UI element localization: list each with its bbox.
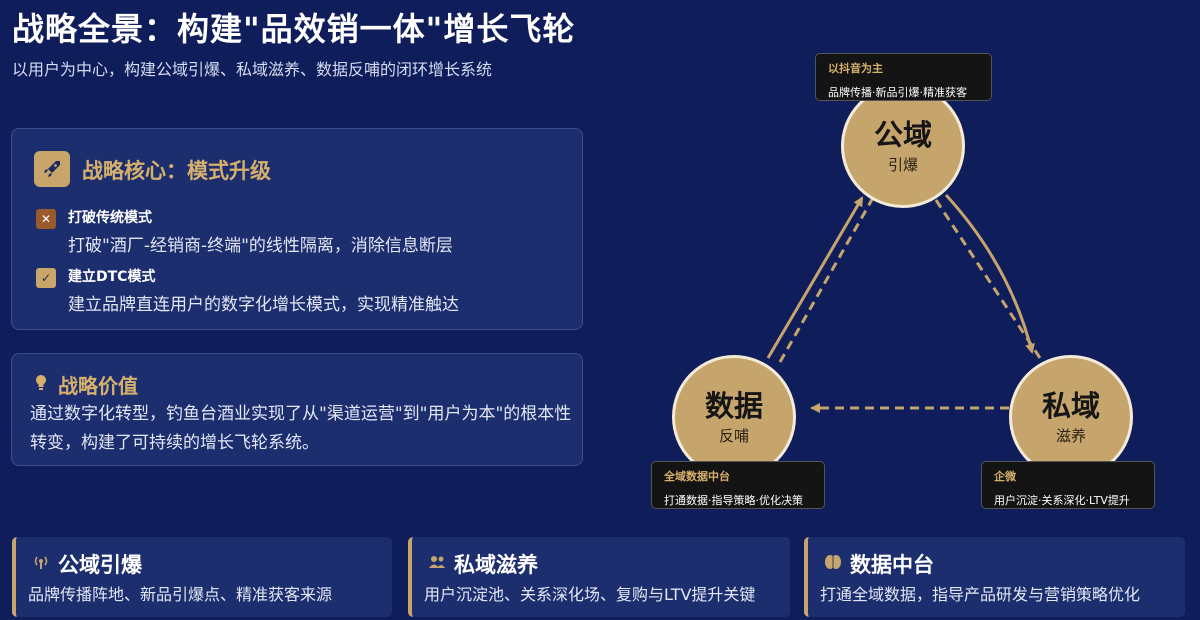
core-item-desc-1: 打破"酒厂-经销商-终端"的线性隔离，消除信息断层	[68, 236, 453, 256]
node-data-main: 数据	[704, 388, 763, 423]
card-public-desc: 品牌传播阵地、新品引爆点、精准获客来源	[28, 585, 333, 604]
callout-public: 以抖音为主 品牌传播·新品引爆·精准获客	[815, 53, 992, 101]
users-icon	[428, 554, 446, 574]
flywheel-diagram: 公域 引爆 私域 滋养 数据 反哺 以抖音为主 品牌传播·新品引爆·精准获客 全…	[600, 40, 1200, 520]
node-public-main: 公域	[873, 117, 932, 152]
card-data-desc: 打通全域数据，指导产品研发与营销策略优化	[820, 585, 1141, 604]
dashed-link-data-public	[778, 195, 876, 363]
card-data: 数据中台 打通全域数据，指导产品研发与营销策略优化	[804, 537, 1185, 617]
callout-data: 全域数据中台 打通数据·指导策略·优化决策	[651, 461, 825, 509]
flywheel-arrows	[766, 193, 1042, 413]
node-private-sub: 滋养	[1055, 426, 1086, 445]
node-public-sub: 引爆	[887, 155, 918, 174]
callout-data-text: 打通数据·指导策略·优化决策	[664, 494, 803, 507]
arrow-data-to-public	[766, 196, 864, 359]
brain-icon	[824, 554, 842, 574]
callout-public-text: 品牌传播·新品引爆·精准获客	[828, 86, 967, 99]
card-private-desc: 用户沉淀池、关系深化场、复购与LTV提升关键	[424, 585, 756, 604]
dashed-link-public-private	[934, 199, 1042, 359]
core-item-title-1: 打破传统模式	[68, 210, 152, 226]
callout-private-title: 企微	[994, 470, 1016, 483]
check-icon: ✓	[36, 268, 56, 288]
card-public-title: 公域引爆	[58, 553, 142, 577]
core-title: 战略核心：模式升级	[82, 159, 271, 183]
strategy-value-panel: 战略价值 通过数字化转型，钓鱼台酒业实现了从"渠道运营"到"用户为本"的根本性转…	[11, 353, 583, 466]
core-item-title-2: 建立DTC模式	[68, 269, 156, 285]
card-private: 私域滋养 用户沉淀池、关系深化场、复购与LTV提升关键	[408, 537, 790, 617]
card-private-title: 私域滋养	[454, 553, 538, 577]
x-mark-icon: ✕	[36, 209, 56, 229]
rocket-icon	[34, 151, 70, 187]
node-public: 公域 引爆	[841, 84, 965, 208]
page-title: 战略全景：构建"品效销一体"增长飞轮	[12, 10, 576, 48]
strategy-core-panel: 战略核心：模式升级 ✕ 打破传统模式 打破"酒厂-经销商-终端"的线性隔离，消除…	[11, 128, 583, 330]
core-item-desc-2: 建立品牌直连用户的数字化增长模式，实现精准触达	[68, 295, 459, 315]
card-data-title: 数据中台	[850, 553, 934, 577]
node-data-sub: 反哺	[718, 426, 749, 445]
callout-data-title: 全域数据中台	[664, 470, 730, 483]
value-text: 通过数字化转型，钓鱼台酒业实现了从"渠道运营"到"用户为本"的根本性转变，构建了…	[30, 404, 572, 453]
page-subtitle: 以用户为中心，构建公域引爆、私域滋养、数据反哺的闭环增长系统	[12, 60, 493, 79]
callout-private-text: 用户沉淀·关系深化·LTV提升	[994, 494, 1130, 507]
lightbulb-icon	[34, 374, 48, 396]
node-private: 私域 滋养	[1009, 355, 1133, 479]
callout-private: 企微 用户沉淀·关系深化·LTV提升	[981, 461, 1155, 509]
value-title: 战略价值	[58, 374, 138, 398]
card-public: 公域引爆 品牌传播阵地、新品引爆点、精准获客来源	[12, 537, 392, 617]
arrow-public-to-private	[944, 193, 1035, 354]
node-private-main: 私域	[1041, 388, 1100, 423]
broadcast-icon	[32, 554, 50, 574]
callout-public-title: 以抖音为主	[828, 62, 883, 75]
